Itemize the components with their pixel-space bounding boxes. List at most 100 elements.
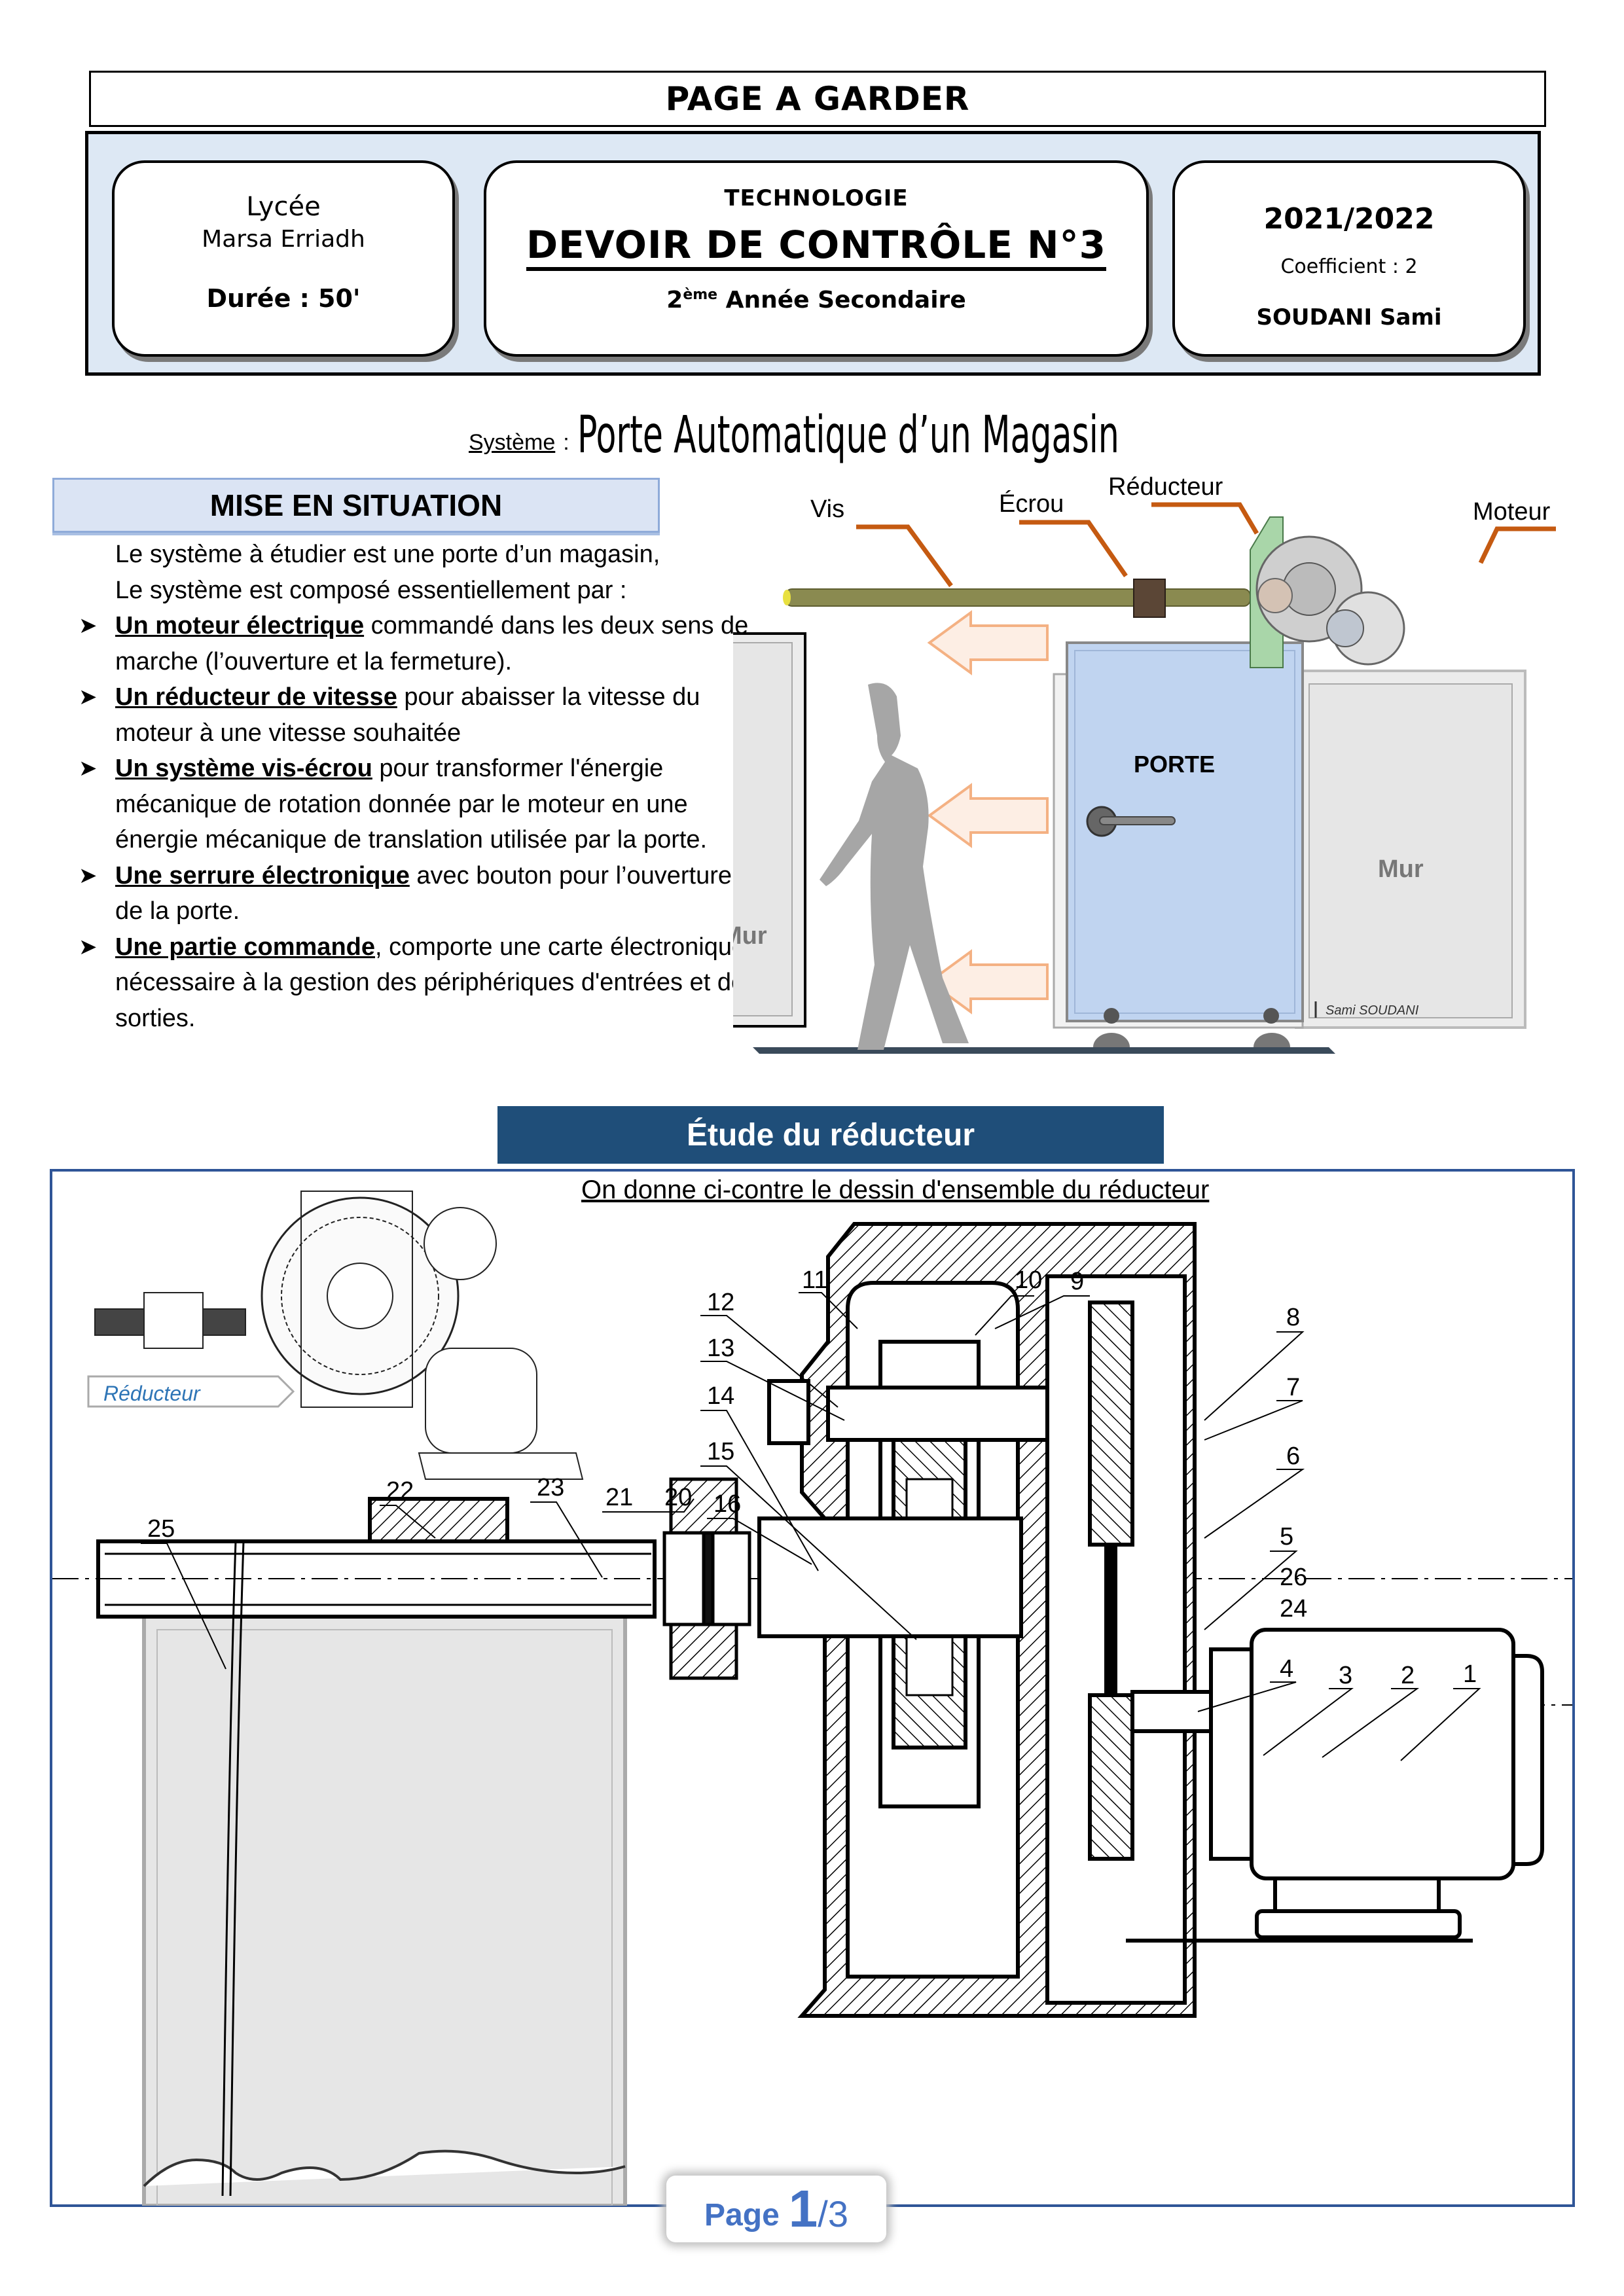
level-suffix: ème — [683, 286, 718, 303]
part-label-16: 16 — [713, 1490, 741, 1518]
item-key: Une serrure électronique — [115, 861, 410, 889]
part-label-2: 2 — [1401, 1662, 1415, 1689]
intro-line: Le système à étudier est une porte d’un … — [115, 541, 660, 568]
right-wall — [1295, 670, 1526, 1029]
roller-icon — [1254, 1033, 1290, 1047]
item-desc: avec bouton pour l’ouverture de la porte… — [115, 861, 732, 925]
page-label: Page — [704, 2197, 780, 2233]
roller-icon — [1093, 1033, 1130, 1047]
list-item: ➤ Un réducteur de vitesse pour abaisser l… — [79, 679, 753, 751]
leader-lines — [141, 1292, 1481, 1761]
list-item: ➤ Une serrure électronique avec bouton po… — [79, 858, 753, 929]
part-label-14: 14 — [707, 1382, 734, 1410]
nut-3d — [143, 1292, 204, 1349]
class-level: 2ème Année Secondaire — [486, 287, 1146, 314]
school-type: Lycée — [246, 192, 321, 222]
part-label-25: 25 — [147, 1515, 175, 1543]
label-reducteur: Réducteur — [1108, 473, 1223, 501]
left-arrow-icon — [927, 610, 1049, 675]
part-label-6: 6 — [1286, 1443, 1300, 1470]
lead-screw — [785, 588, 1251, 607]
part-label-12: 12 — [707, 1289, 734, 1316]
wheel-icon — [1104, 1008, 1119, 1024]
part-number-labels: 1 2 3 4 5 6 7 8 9 10 11 12 13 14 15 16 2… — [147, 1266, 1477, 1689]
etude-reducteur-heading: Étude du réducteur — [497, 1106, 1164, 1164]
callout-lines — [856, 502, 1556, 588]
part-label-10: 10 — [1015, 1266, 1042, 1294]
item-key: Un réducteur de vitesse — [115, 683, 397, 711]
part-label-5: 5 — [1280, 1523, 1293, 1551]
school-name: Marsa Erriadh — [202, 226, 365, 253]
callout-reducteur — [1151, 502, 1259, 535]
list-item: ➤ Une partie commande, comporte une carte… — [79, 929, 753, 1037]
reducteur-tag: Réducteur — [87, 1375, 295, 1408]
arrow-bullet-icon: ➤ — [79, 756, 98, 781]
motor-3d — [425, 1348, 537, 1454]
part-label-22: 22 — [386, 1477, 414, 1505]
list-item: ➤ Un système vis-écrou pour transformer l… — [79, 751, 753, 858]
item-key: Un système vis-écrou — [115, 755, 372, 782]
page-current: 1 — [788, 2179, 818, 2238]
system-title: Système : Porte Automatique d’un Magasin — [469, 393, 1330, 465]
item-desc: , comporte une carte électronique nécess… — [115, 933, 746, 1032]
door-handle-icon — [1086, 806, 1176, 837]
mise-en-situation-text: Le système à étudier est une porte d’un … — [79, 537, 753, 1036]
label-porte: PORTE — [1134, 751, 1215, 778]
callout-moteur — [1478, 526, 1556, 564]
left-arrow-icon — [927, 783, 1049, 848]
motor-icon — [1326, 591, 1405, 666]
callout-vis — [856, 524, 953, 588]
teacher-name: SOUDANI Sami — [1256, 304, 1442, 331]
system-label: Système — [469, 430, 556, 455]
base-plate — [418, 1452, 584, 1480]
item-desc: commandé dans les deux sens de marche (l… — [115, 612, 749, 675]
callout-ecrou — [1019, 520, 1128, 577]
opening-arrows — [927, 610, 1049, 1014]
subject: TECHNOLOGIE — [724, 185, 909, 211]
system-colon: : — [563, 430, 569, 455]
part-label-23: 23 — [537, 1474, 564, 1501]
level-number: 2 — [666, 286, 683, 314]
mise-en-situation-heading: MISE EN SITUATION — [52, 478, 660, 533]
part-label-11: 11 — [802, 1266, 827, 1294]
signature: Sami SOUDANI — [1326, 1003, 1419, 1018]
label-vis: Vis — [810, 495, 844, 523]
part-label-26: 26 — [1280, 1564, 1307, 1591]
school-card: Lycée Marsa Erriadh Durée : 50' — [112, 160, 455, 357]
arrow-bullet-icon: ➤ — [79, 863, 98, 888]
component-list: ➤ Un moteur électrique commandé dans les … — [79, 608, 753, 1036]
arrow-bullet-icon: ➤ — [79, 685, 98, 709]
electric-motor-section — [1126, 1628, 1544, 1943]
part-label-8: 8 — [1286, 1304, 1300, 1331]
school-year: 2021/2022 — [1263, 202, 1435, 236]
part-label-7: 7 — [1286, 1374, 1300, 1401]
list-item: ➤ Un moteur électrique commandé dans les … — [79, 608, 753, 679]
year-card: 2021/2022 Coefficient : 2 SOUDANI Sami — [1172, 160, 1526, 357]
exam-title-card: TECHNOLOGIE DEVOIR DE CONTRÔLE N°3 2ème … — [484, 160, 1149, 357]
left-wall — [733, 632, 806, 1028]
item-desc: pour abaisser la vitesse du moteur à une… — [115, 683, 700, 747]
page-indicator: Page 1 /3 — [666, 2176, 886, 2242]
label-mur-left: Mur — [733, 922, 767, 950]
floor-rail — [753, 1047, 1335, 1054]
item-key: Un moteur électrique — [115, 612, 365, 639]
person-silhouette-icon — [820, 683, 969, 1050]
item-key: Une partie commande — [115, 933, 375, 961]
item-desc: pour transformer l'énergie mécanique de … — [115, 755, 708, 853]
wheel-icon — [1263, 1008, 1279, 1024]
part-label-24: 24 — [1280, 1595, 1307, 1623]
drawing-caption: On donne ci-contre le dessin d'ensemble … — [581, 1175, 1210, 1204]
door-system-illustration: Vis Écrou Réducteur Moteur PORTE Mur Mur… — [733, 473, 1556, 1054]
level-text: Année Secondaire — [717, 286, 966, 314]
exam-duration: Durée : 50' — [206, 284, 361, 313]
exam-header: Lycée Marsa Erriadh Durée : 50' TECHNOLO… — [85, 131, 1541, 376]
arrow-bullet-icon: ➤ — [79, 613, 98, 638]
page-banner: PAGE A GARDER — [89, 71, 1546, 127]
arrow-bullet-icon: ➤ — [79, 934, 98, 960]
reducteur-tag-label: Réducteur — [103, 1382, 201, 1405]
nut-block — [1133, 579, 1166, 618]
label-moteur: Moteur — [1473, 498, 1551, 526]
part-label-21: 21 — [605, 1484, 633, 1511]
label-ecrou: Écrou — [999, 490, 1064, 518]
part-label-15: 15 — [707, 1438, 734, 1465]
